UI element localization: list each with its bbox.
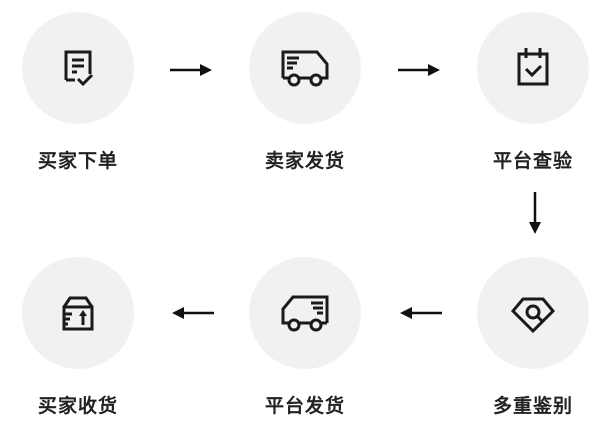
delivery-truck-reverse-icon	[281, 295, 329, 332]
arrow-left-icon	[172, 307, 214, 319]
arrow-right-icon	[170, 64, 212, 76]
calendar-check-icon	[517, 48, 549, 86]
step-platform-inspect: 平台查验	[453, 12, 600, 173]
step-label: 买家收货	[37, 395, 118, 417]
step-circle	[22, 12, 134, 124]
step-circle	[477, 12, 589, 124]
step-label: 平台查验	[492, 150, 573, 172]
delivery-truck-icon	[281, 50, 329, 87]
step-label: 买家下单	[37, 150, 118, 172]
step-seller-ship: 卖家发货	[225, 12, 385, 173]
package-receive-icon	[62, 296, 94, 331]
step-multi-authentication: 多重鉴别	[453, 257, 600, 418]
step-circle	[477, 257, 589, 369]
step-platform-ship: 平台发货	[225, 257, 385, 418]
arrow-right-icon	[398, 64, 440, 76]
arrow-left-icon	[400, 307, 442, 319]
step-circle	[249, 257, 361, 369]
order-checklist-icon	[64, 50, 94, 87]
step-buyer-order: 买家下单	[0, 12, 158, 173]
step-label: 平台发货	[264, 395, 345, 417]
diamond-search-icon	[510, 297, 556, 334]
step-label: 卖家发货	[264, 150, 345, 172]
step-circle	[22, 257, 134, 369]
step-buyer-receive: 买家收货	[0, 257, 158, 418]
step-label: 多重鉴别	[492, 395, 573, 417]
step-circle	[249, 12, 361, 124]
arrow-down-icon	[529, 192, 541, 234]
